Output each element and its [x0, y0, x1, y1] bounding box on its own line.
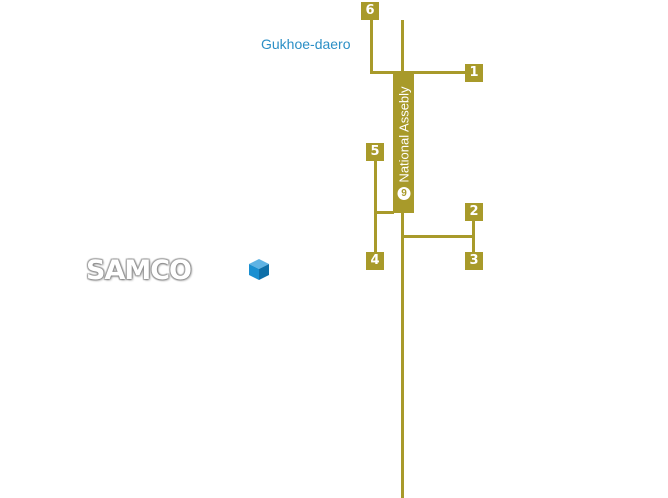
exit-5-4-connector-horizontal — [374, 211, 394, 214]
exit-3-marker[interactable]: 3 — [465, 252, 483, 270]
exit-6-connector-vertical — [370, 20, 373, 73]
station-name: National Assebly — [396, 86, 411, 183]
station-label-box[interactable]: 9 National Assebly — [393, 73, 414, 213]
exit-4-marker[interactable]: 4 — [366, 252, 384, 270]
main-road-line — [401, 20, 404, 498]
road-label-gukhoe-daero: Gukhoe-daero — [261, 36, 351, 52]
exit-2-marker[interactable]: 2 — [465, 203, 483, 221]
exit-5-4-connector-vertical — [374, 160, 377, 253]
samco-logo: SAMCO — [86, 255, 192, 286]
exit-6-1-connector-horizontal — [370, 71, 466, 74]
line-number-badge: 9 — [397, 186, 410, 200]
exit-2-3-connector-horizontal — [403, 235, 475, 238]
exit-2-3-connector-vertical — [472, 220, 475, 253]
location-cube-icon[interactable] — [247, 257, 271, 281]
exit-5-marker[interactable]: 5 — [366, 143, 384, 161]
exit-1-marker[interactable]: 1 — [465, 64, 483, 82]
exit-6-marker[interactable]: 6 — [361, 2, 379, 20]
